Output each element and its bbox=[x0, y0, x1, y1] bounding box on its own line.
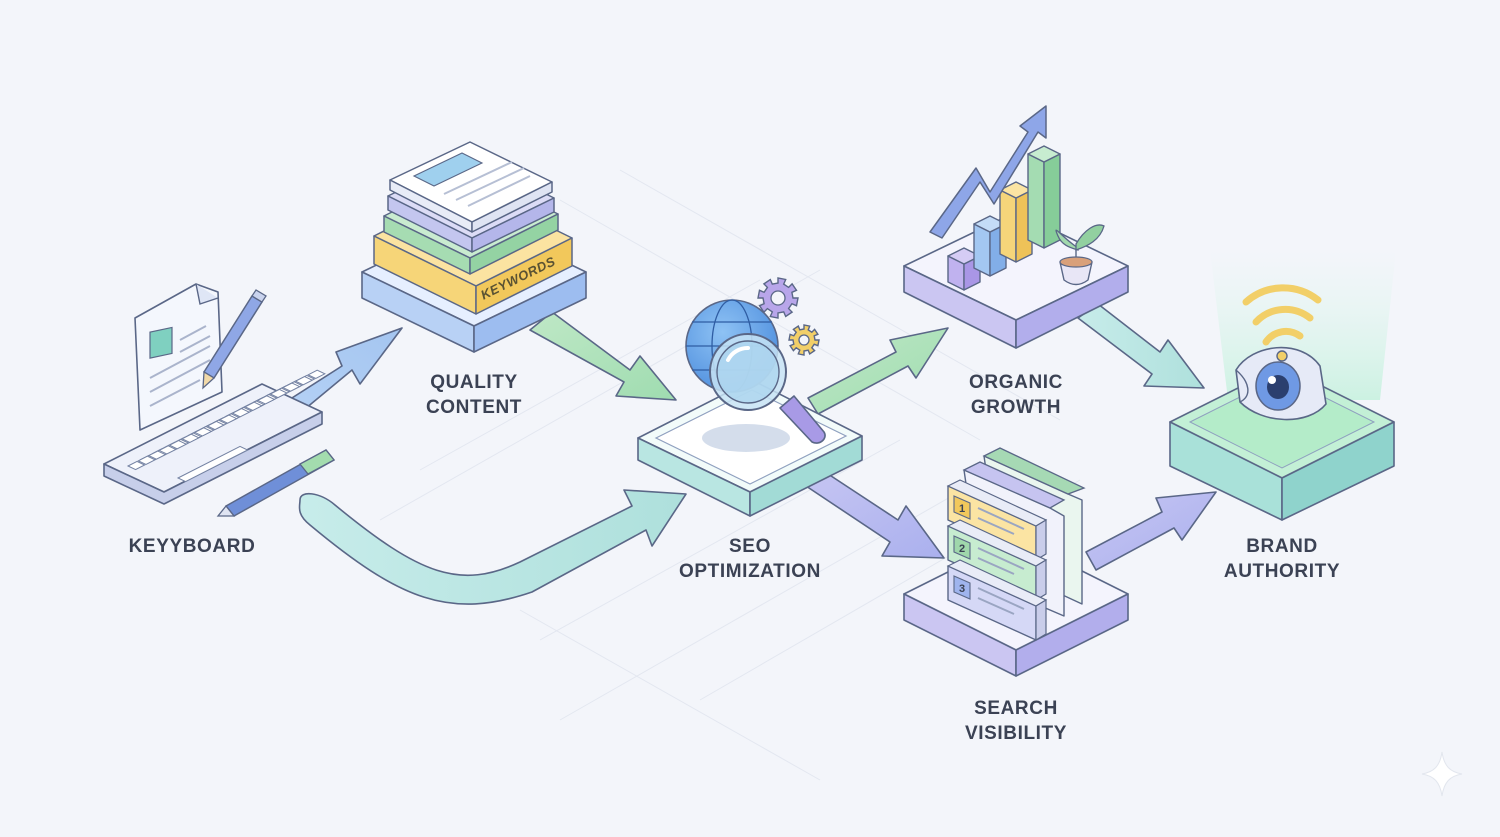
keyboard-key bbox=[147, 450, 167, 460]
label-keyboard: KEYYBOARD bbox=[128, 536, 256, 557]
node-seo-optimization-art bbox=[637, 277, 863, 517]
node-organic-growth-art bbox=[903, 105, 1129, 349]
gear-icon bbox=[757, 277, 820, 356]
chart-bar-face bbox=[1027, 145, 1061, 163]
chart-bar-face bbox=[1027, 153, 1045, 249]
arrow-seo-to-growth bbox=[807, 327, 949, 415]
pen-icon bbox=[216, 449, 335, 517]
keyboard-key bbox=[281, 382, 301, 392]
label-organic-growth: ORGANIC GROWTH bbox=[969, 372, 1063, 418]
chart-bar-face bbox=[973, 223, 991, 277]
keyboard-key bbox=[193, 427, 213, 437]
node-keyboard-art bbox=[103, 283, 335, 517]
arrow-visibility-to-brand bbox=[1085, 491, 1217, 571]
keyboard-key bbox=[256, 395, 276, 405]
keyboard-key bbox=[269, 388, 289, 399]
label-search-visibility: SEARCH VISIBILITY bbox=[964, 698, 1068, 744]
keyboard-key bbox=[206, 420, 226, 431]
keyboard-key bbox=[307, 369, 326, 379]
arrow-keyboard-to-seo bbox=[298, 489, 687, 605]
wifi-signal-icon bbox=[1242, 284, 1322, 362]
node-search-visibility-art: 1 2 3 bbox=[903, 447, 1129, 677]
search-results-icon: 1 2 3 bbox=[946, 447, 1086, 642]
node-quality-content-art: KEYWORDS bbox=[361, 141, 587, 353]
trend-arrow-icon bbox=[929, 105, 1047, 239]
magnifier-icon bbox=[709, 333, 826, 444]
background-grid bbox=[379, 169, 1081, 781]
keyboard-key bbox=[126, 460, 146, 471]
papers-icon bbox=[373, 141, 573, 315]
label-seo-optimization: SEO OPTIMIZATION bbox=[679, 536, 821, 582]
chart-bar-face bbox=[999, 189, 1017, 263]
arrow-growth-to-brand bbox=[1077, 303, 1205, 389]
sparkle-icon bbox=[1421, 751, 1463, 797]
arrow-content-to-seo bbox=[529, 311, 677, 401]
result-number: 1 bbox=[959, 503, 965, 515]
result-number: 2 bbox=[959, 543, 965, 555]
pencil-icon bbox=[202, 289, 267, 390]
arrow-seo-to-visibility bbox=[799, 469, 945, 559]
keyboard-key bbox=[181, 433, 200, 443]
keyboard-key bbox=[244, 401, 263, 411]
result-number: 3 bbox=[959, 583, 965, 595]
search-result-card: 1 bbox=[946, 479, 1048, 562]
keyboard-key bbox=[218, 414, 238, 424]
keyboard-key bbox=[294, 376, 314, 386]
document-icon bbox=[134, 283, 223, 431]
keyboard-key bbox=[231, 408, 251, 418]
eye-icon bbox=[1235, 346, 1327, 421]
search-result-card: 3 bbox=[946, 559, 1048, 642]
keyboard-key bbox=[168, 440, 188, 450]
label-brand-authority: BRAND AUTHORITY bbox=[1223, 536, 1341, 582]
search-result-card: 2 bbox=[946, 519, 1048, 602]
plant-icon bbox=[1055, 224, 1105, 286]
keyboard-icon bbox=[103, 369, 326, 505]
label-quality-content: QUALITY CONTENT bbox=[425, 372, 523, 418]
keyboard-key bbox=[137, 455, 157, 465]
keyboard-key bbox=[158, 445, 177, 455]
keyboard-spacebar bbox=[176, 445, 249, 483]
bar-chart-icon bbox=[947, 145, 1061, 291]
node-brand-authority-art bbox=[1169, 250, 1396, 521]
